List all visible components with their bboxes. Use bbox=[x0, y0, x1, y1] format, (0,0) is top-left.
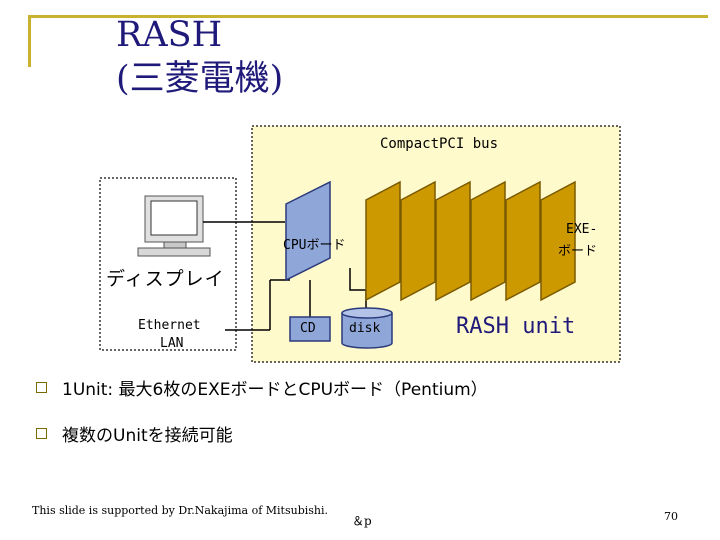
slide-title-line1: RASH bbox=[116, 15, 223, 55]
bus-label: CompactPCI bus bbox=[380, 136, 499, 152]
cpu-board-label: CPUボード bbox=[283, 238, 346, 253]
computer-icon bbox=[137, 195, 211, 257]
frame-left-line bbox=[28, 15, 31, 67]
exe-board-1 bbox=[365, 180, 401, 302]
disk-label: disk bbox=[349, 321, 381, 336]
slide-title-line2: (三菱電機) bbox=[116, 59, 284, 99]
exe-board-2 bbox=[400, 180, 436, 302]
exe-board-5 bbox=[505, 180, 541, 302]
lan-label: LAN bbox=[160, 336, 184, 351]
frame-top-line bbox=[28, 15, 708, 18]
bullet-marker-2 bbox=[36, 428, 47, 439]
cd-drive bbox=[289, 316, 331, 342]
page-number: 70 bbox=[664, 510, 678, 523]
cd-label: CD bbox=[300, 321, 316, 336]
exe-board-3 bbox=[435, 180, 471, 302]
exe-board-label-line2: ボード bbox=[558, 244, 598, 259]
bullet-marker-1 bbox=[36, 382, 47, 393]
exe-board-4 bbox=[470, 180, 506, 302]
display-group-box bbox=[99, 177, 237, 351]
rash-unit-label: RASH unit bbox=[456, 314, 576, 339]
exe-board-label-line1: EXE- bbox=[566, 222, 598, 237]
footer-credit: This slide is supported by Dr.Nakajima o… bbox=[32, 504, 328, 517]
display-label: ディスプレイ bbox=[106, 268, 225, 290]
bullet-text-2: 複数のUnitを接続可能 bbox=[62, 426, 233, 446]
bullet-text-1: 1Unit: 最大6枚のEXEボードとCPUボード（Pentium） bbox=[62, 380, 488, 400]
cpu-board bbox=[285, 180, 331, 282]
ethernet-label: Ethernet bbox=[138, 318, 201, 333]
exe-board-6 bbox=[540, 180, 576, 302]
disk-drive bbox=[341, 307, 393, 349]
footer-center: ＆p bbox=[352, 514, 372, 528]
